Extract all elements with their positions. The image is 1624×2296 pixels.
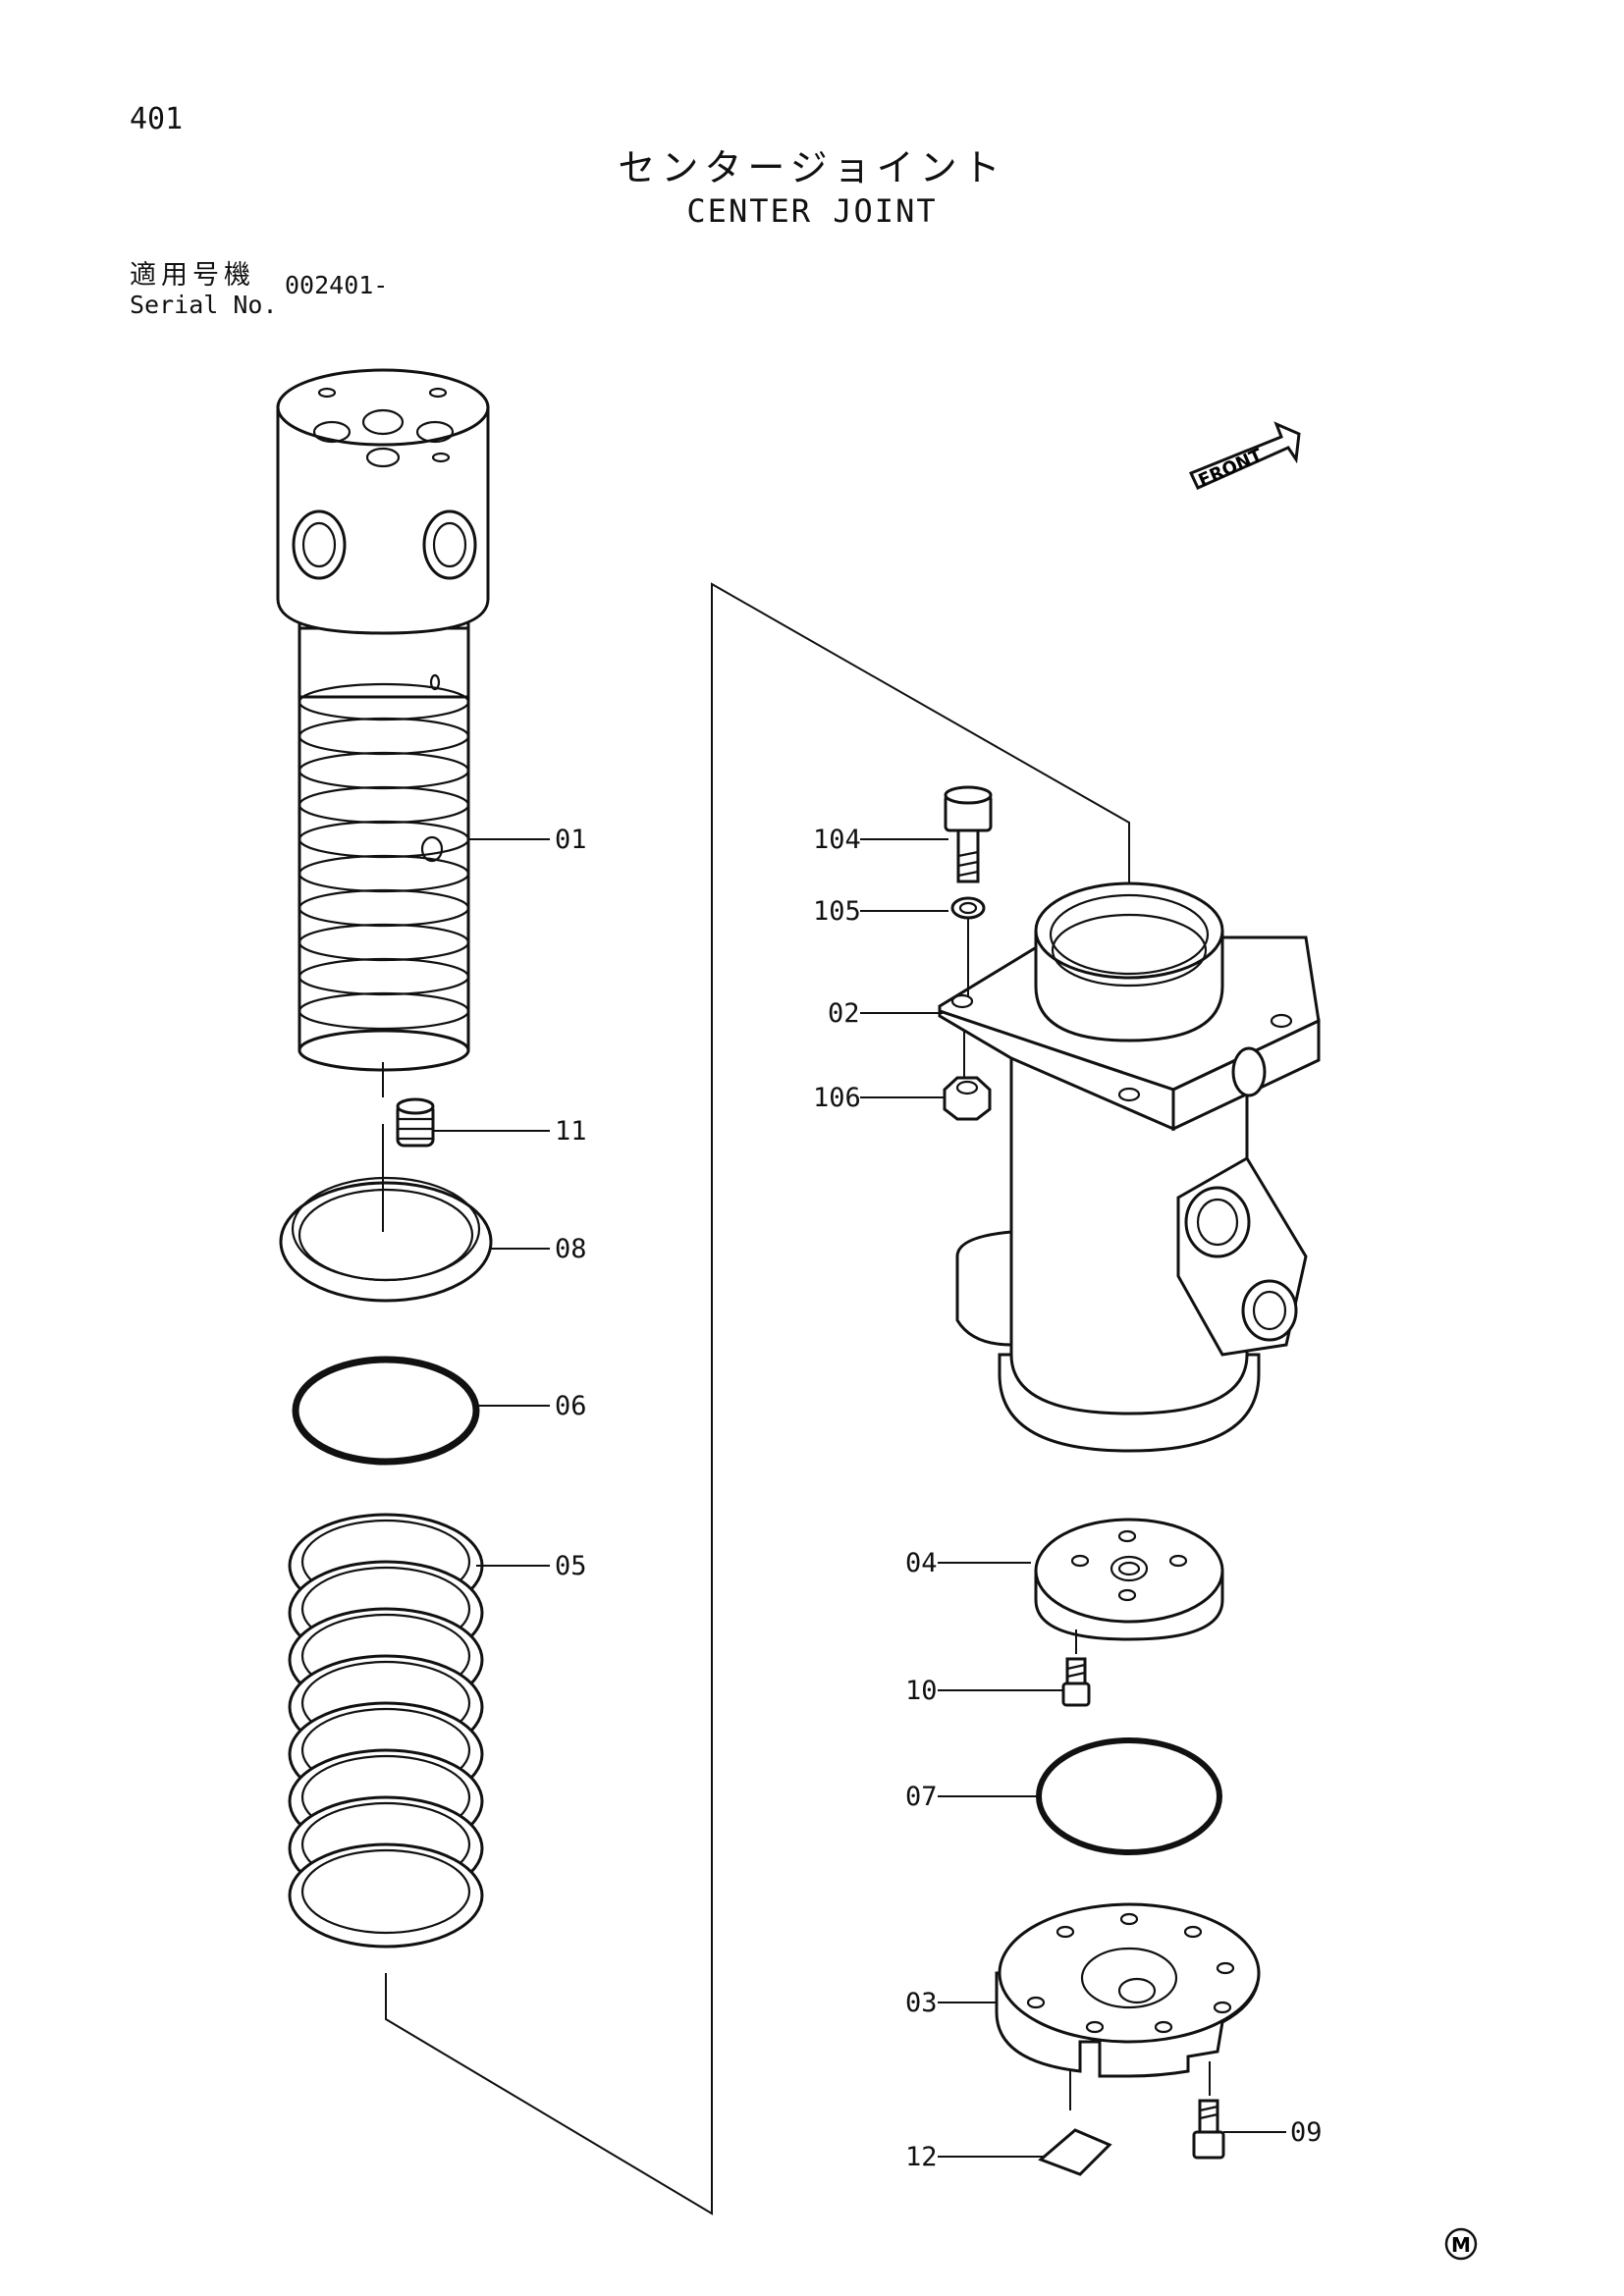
callout-11: 11 xyxy=(555,1116,587,1147)
callout-leaders xyxy=(434,838,1286,2158)
callout-04: 04 xyxy=(905,1548,938,1578)
serial-label: Serial No. xyxy=(130,291,278,319)
seal-ring-inner xyxy=(300,1848,471,1935)
page-title-japanese: センタージョイント xyxy=(618,146,1006,189)
callout-09: 09 xyxy=(1290,2117,1323,2148)
serial-label-japanese: 適用号機 xyxy=(130,260,255,291)
seal-ring xyxy=(288,1842,484,1949)
part-03-end-cover xyxy=(995,1902,1261,2078)
callout-106: 106 xyxy=(813,1083,861,1113)
front-label: FRONT xyxy=(1195,445,1266,491)
callout-08: 08 xyxy=(555,1234,587,1264)
callout-03: 03 xyxy=(905,1988,938,2018)
part-106-nut xyxy=(943,1031,992,1121)
part-06-o-ring xyxy=(292,1356,480,1466)
part-10-screw xyxy=(1061,1629,1091,1707)
part-01-spindle xyxy=(276,368,490,1072)
part-105-washer xyxy=(950,896,986,996)
callout-10: 10 xyxy=(905,1676,938,1706)
part-11-plug xyxy=(382,1062,435,1148)
callout-12: 12 xyxy=(905,2142,938,2172)
page-title: CENTER JOINT xyxy=(686,192,938,230)
part-104-bolt xyxy=(944,785,993,883)
part-08-seal xyxy=(279,1124,493,1303)
front-direction-arrow: FRONT xyxy=(1188,421,1301,492)
callout-06: 06 xyxy=(555,1391,587,1421)
callout-104: 104 xyxy=(813,825,861,855)
part-09-screw xyxy=(1192,2061,1225,2160)
callout-07: 07 xyxy=(905,1782,938,1812)
part-02-body xyxy=(938,881,1321,1453)
part-12-name-plate xyxy=(1038,2071,1112,2176)
spindle-groove xyxy=(298,991,470,1031)
callout-05: 05 xyxy=(555,1551,587,1581)
footer-mark-letter: M xyxy=(1451,2233,1471,2257)
footer-mark: M xyxy=(1444,2227,1478,2261)
callout-02: 02 xyxy=(828,998,860,1029)
part-07-o-ring xyxy=(1036,1737,1222,1855)
part-05-seal-stack xyxy=(288,1513,484,1949)
part-04-cover-plate xyxy=(1034,1518,1224,1641)
callout-105: 105 xyxy=(813,896,861,927)
page-number: 401 xyxy=(130,102,184,136)
callout-01: 01 xyxy=(555,825,587,855)
serial-number-value: 002401- xyxy=(285,271,389,299)
